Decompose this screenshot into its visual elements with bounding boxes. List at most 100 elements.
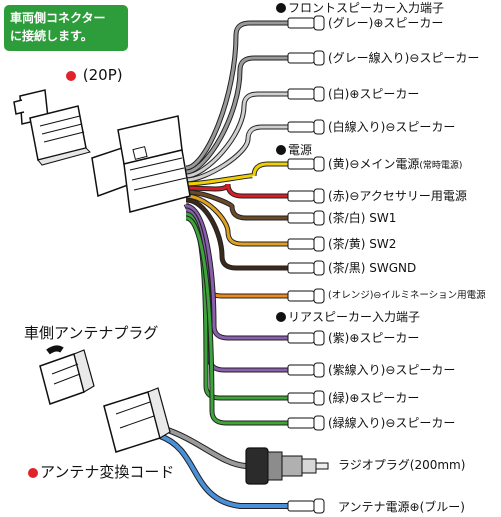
antenna-power-label: アンテナ電源⊕(ブルー) <box>338 500 465 514</box>
wire-label-green-stripe: (緑線入り)⊖スピーカー <box>328 416 455 430</box>
terminal-orange <box>287 288 325 304</box>
terminal-cap <box>313 86 325 102</box>
wire-label-purple-stripe: (紫線入り)⊖スピーカー <box>328 363 455 377</box>
terminal-sleeve <box>287 52 315 64</box>
terminal-antenna-power <box>287 498 325 514</box>
terminal-cap <box>313 236 325 252</box>
antenna-cord-title: アンテナ変換コード <box>28 461 174 482</box>
terminal-brown-white <box>287 210 325 226</box>
antenna-adapter-connector <box>103 387 171 453</box>
wire-label-text: (緑線入り)⊖スピーカー <box>328 416 456 430</box>
harness-connector <box>91 115 191 213</box>
wire-label-brown-black: (茶/黒) SWGND <box>328 261 416 275</box>
section-front: フロントスピーカー入力端子 <box>276 1 444 15</box>
terminal-cap <box>313 330 325 346</box>
wire-label-text: (グレー線入り)⊖スピーカー <box>328 51 480 65</box>
terminal-cap <box>313 15 325 31</box>
wire-label-gray-stripe: (グレー線入り)⊖スピーカー <box>328 51 479 65</box>
wire-label-note: (常時電源) <box>419 161 463 171</box>
red-dot-icon <box>28 468 38 478</box>
wire-label-brown-white: (茶/白) SW1 <box>328 211 396 225</box>
terminal-gray-stripe <box>287 50 325 66</box>
terminal-sleeve <box>287 121 315 133</box>
connector-title: (20P) <box>66 66 123 84</box>
wire-label-green: (緑)⊕スピーカー <box>328 391 419 405</box>
terminal-sleeve <box>287 392 315 404</box>
terminal-cap <box>313 210 325 226</box>
terminal-yellow <box>287 156 325 172</box>
wire-white <box>185 92 288 178</box>
terminal-cap <box>313 156 325 172</box>
terminal-brown-yellow <box>287 236 325 252</box>
wire-label-text: (茶/黒) SWGND <box>328 261 417 275</box>
red-dot-icon <box>66 71 76 81</box>
antenna-power-cable <box>159 434 288 508</box>
terminal-cap <box>313 50 325 66</box>
terminal-sleeve <box>287 190 315 202</box>
wire-gray-stripe <box>185 56 288 174</box>
terminal-red <box>287 188 325 204</box>
wire-green-stripe <box>185 216 288 425</box>
vehicle-antenna-plug <box>39 345 95 405</box>
wire-brown-white <box>185 190 288 220</box>
terminal-cap <box>313 390 325 406</box>
wire-white-stripe <box>185 125 288 182</box>
wire-label-text: (白線入り)⊖スピーカー <box>328 120 456 134</box>
terminal-purple-stripe <box>287 362 325 378</box>
terminal-sleeve <box>287 290 315 302</box>
terminal-purple <box>287 330 325 346</box>
wire-label-yellow: (黄)⊖メイン電源(常時電源) <box>328 157 462 173</box>
wire-label-orange: (オレンジ)⊖イルミネーション用電源 <box>328 289 486 303</box>
bullet-icon <box>276 3 286 13</box>
terminal-sleeve <box>287 238 315 250</box>
bullet-icon <box>276 145 286 155</box>
terminal-sleeve <box>287 88 315 100</box>
antenna-plug-title: 車側アンテナプラグ <box>24 324 159 342</box>
wire-label-text: (茶/白) SW1 <box>328 211 397 225</box>
terminals <box>287 15 325 514</box>
wire-label-text: (紫線入り)⊖スピーカー <box>328 363 456 377</box>
wire-gray <box>185 21 288 170</box>
terminal-white <box>287 86 325 102</box>
wire-label-white: (白)⊕スピーカー <box>328 87 419 101</box>
wire-label-text: (黄)⊖メイン電源 <box>328 157 420 171</box>
wire-label-text: (茶/黄) SW2 <box>328 237 397 251</box>
terminal-sleeve <box>287 417 315 429</box>
terminal-sleeve <box>287 158 315 170</box>
terminal-cap <box>313 362 325 378</box>
wire-label-white-stripe: (白線入り)⊖スピーカー <box>328 120 455 134</box>
wire-label-text: (赤)⊖アクセサリー用電源 <box>328 189 467 203</box>
wire-label-text: (白)⊕スピーカー <box>328 87 420 101</box>
wire-label-text: (グレー)⊕スピーカー <box>328 16 444 30</box>
wire-label-text: (紫)⊕スピーカー <box>328 331 420 345</box>
terminal-sleeve <box>287 212 315 224</box>
bullet-icon <box>276 312 286 322</box>
wire-label-red: (赤)⊖アクセサリー用電源 <box>328 189 467 203</box>
terminal-cap <box>313 119 325 135</box>
terminal-cap <box>313 288 325 304</box>
section-power: 電源 <box>276 143 312 157</box>
terminal-white-stripe <box>287 119 325 135</box>
wire-label-purple: (紫)⊕スピーカー <box>328 331 419 345</box>
wire-brown-yellow <box>185 194 288 246</box>
section-rear: リアスピーカー入力端子 <box>276 310 420 324</box>
terminal-cap <box>313 260 325 276</box>
vehicle-connector <box>13 89 91 166</box>
wire-label-text: (緑)⊕スピーカー <box>328 391 420 405</box>
terminal-gray <box>287 15 325 31</box>
terminal-green-stripe <box>287 415 325 431</box>
radio-plug <box>245 447 329 485</box>
radio-plug-label: ラジオプラグ(200mm) <box>338 458 466 472</box>
terminal-sleeve <box>287 364 315 376</box>
wire-purple <box>185 204 288 340</box>
terminal-sleeve <box>287 17 315 29</box>
instruction-badge: 車両側コネクター に接続します。 <box>4 5 128 51</box>
wire-harness <box>158 20 288 509</box>
wire-label-text: (オレンジ)⊖イルミネーション用電源 <box>328 290 486 301</box>
terminal-green <box>287 390 325 406</box>
terminal-brown-black <box>287 260 325 276</box>
wire-brown-black <box>185 198 288 270</box>
wire-label-gray: (グレー)⊕スピーカー <box>328 16 443 30</box>
wire-label-brown-yellow: (茶/黄) SW2 <box>328 237 396 251</box>
